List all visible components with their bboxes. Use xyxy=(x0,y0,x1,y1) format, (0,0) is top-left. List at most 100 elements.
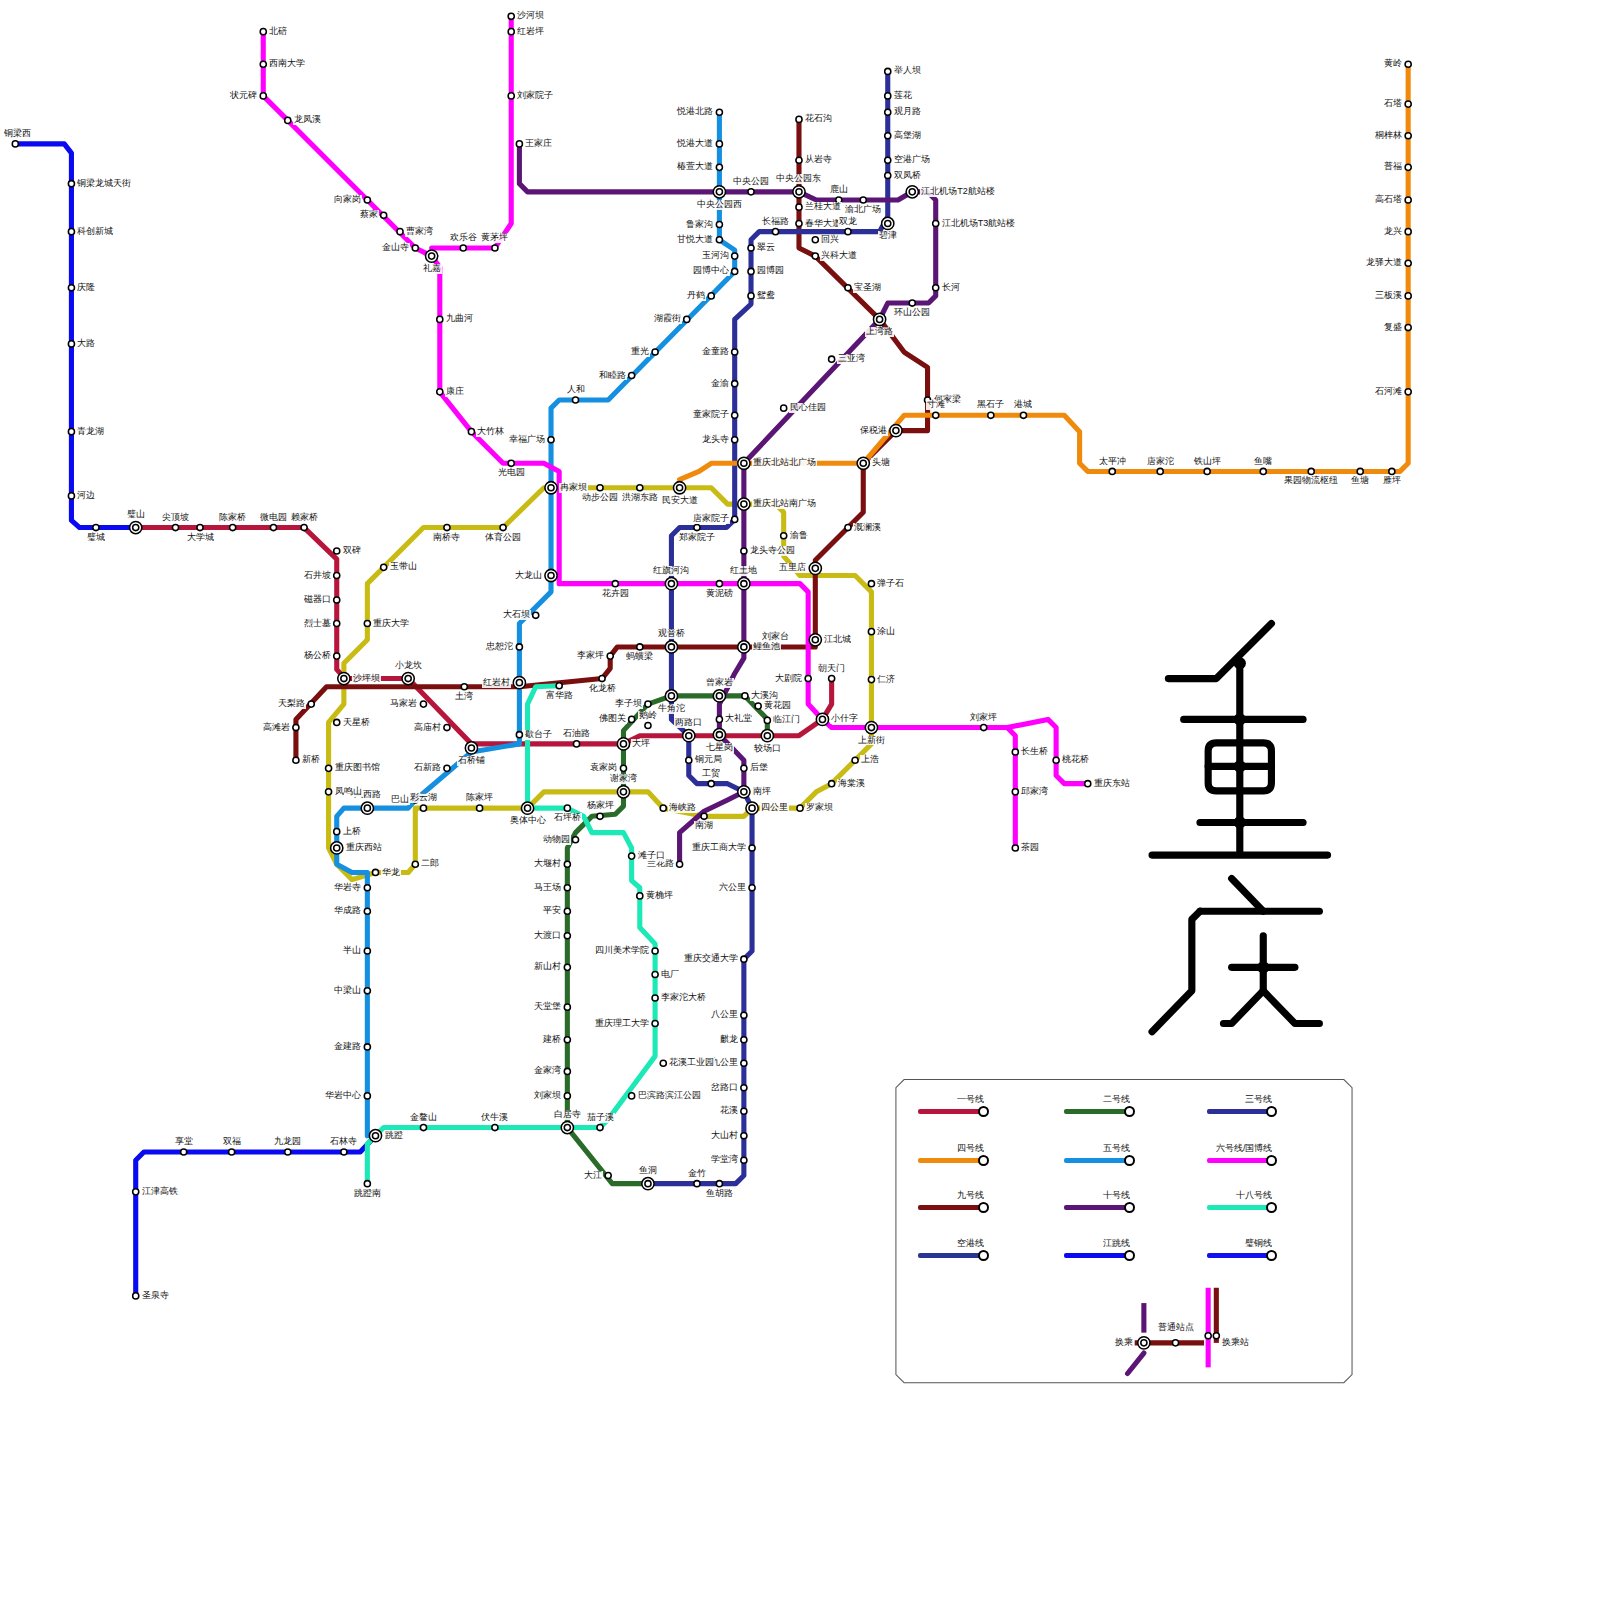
glyph-dot xyxy=(1234,713,1246,725)
station-label: 大山村 xyxy=(710,1131,739,1141)
legend-text: 空港线 xyxy=(957,1239,984,1249)
station-label: 鱼胡路 xyxy=(705,1189,734,1199)
station-dot xyxy=(172,524,178,530)
station-label: 鲤鱼池 xyxy=(752,642,781,652)
station-label: 空港广场 xyxy=(893,155,931,165)
station-dot xyxy=(364,197,370,203)
station-label: 半山 xyxy=(342,946,362,956)
station-label: 陈家桥 xyxy=(218,513,247,523)
transfer-station xyxy=(741,581,747,587)
station-dot xyxy=(412,245,418,251)
station-label: 向家岗 xyxy=(333,195,362,205)
station-label: 沙坪坝 xyxy=(352,674,381,684)
transfer-station xyxy=(716,732,722,738)
station-dot xyxy=(694,524,700,530)
station-dot xyxy=(741,1157,747,1163)
station-dot xyxy=(1405,101,1411,107)
metro-line xyxy=(648,71,888,1183)
station-label: 洪湖东路 xyxy=(621,493,659,503)
station-dot xyxy=(694,1181,700,1187)
station-dot xyxy=(781,533,787,539)
station-dot xyxy=(364,908,370,914)
legend-text: 九号线 xyxy=(957,1191,984,1201)
metro-line xyxy=(296,119,928,760)
station-dot xyxy=(564,933,570,939)
station-label: 建桥 xyxy=(542,1035,562,1045)
transfer-station xyxy=(620,789,626,795)
station-dot xyxy=(716,581,722,587)
station-dot xyxy=(508,93,514,99)
station-label: 茄子溪 xyxy=(586,1113,615,1123)
station-dot xyxy=(326,789,332,795)
station-label: 南湖 xyxy=(694,821,714,831)
legend-swatch xyxy=(1064,1253,1129,1258)
station-dot xyxy=(796,204,802,210)
city-glyph xyxy=(1152,623,1328,1031)
legend-dot xyxy=(1124,1202,1135,1213)
station-dot xyxy=(741,1133,747,1139)
station-label: 石油路 xyxy=(562,729,591,739)
glyph-stroke xyxy=(1208,743,1271,791)
glyph-dot xyxy=(1234,816,1246,828)
station-dot xyxy=(741,1085,747,1091)
station-dot xyxy=(645,722,651,728)
station-label: 华岩中心 xyxy=(324,1091,362,1101)
station-dot xyxy=(637,485,643,491)
station-dot xyxy=(260,93,266,99)
station-dot xyxy=(1053,757,1059,763)
station-dot xyxy=(1405,229,1411,235)
station-dot xyxy=(397,229,403,235)
station-label: 园博中心 xyxy=(692,266,730,276)
station-dot xyxy=(812,237,818,243)
station-label: 光电园 xyxy=(497,468,526,478)
station-label: 九龙园 xyxy=(273,1137,302,1147)
station-label: 石新路 xyxy=(413,763,442,773)
station-dot xyxy=(829,356,835,362)
station-dot xyxy=(381,564,387,570)
station-dot xyxy=(629,853,635,859)
transfer-station xyxy=(668,644,674,650)
station-label: 九曲河 xyxy=(445,314,474,324)
station-dot xyxy=(364,620,370,626)
station-dot xyxy=(68,181,74,187)
transfer-station xyxy=(521,802,533,814)
station-label: 石塔 xyxy=(1383,99,1403,109)
station-dot xyxy=(716,109,722,115)
station-label: 江北机场T2航站楼 xyxy=(920,187,996,197)
station-label: 跳蹬南 xyxy=(353,1189,382,1199)
station-dot xyxy=(981,724,987,730)
station-label: 鱼嘴 xyxy=(1253,457,1273,467)
station-dot xyxy=(68,493,74,499)
station-dot xyxy=(620,765,626,771)
station-dot xyxy=(1405,293,1411,299)
station-label: 大学城 xyxy=(186,533,215,543)
station-dot xyxy=(860,197,866,203)
station-dot xyxy=(652,1020,658,1026)
transfer-station xyxy=(545,569,557,581)
transfer-symbol xyxy=(1138,1337,1150,1349)
transfer-station xyxy=(749,805,755,811)
station-dot xyxy=(1012,845,1018,851)
station-dot xyxy=(652,971,658,977)
station-dot xyxy=(677,861,683,867)
transfer-station xyxy=(668,581,674,587)
station-label: 高堡湖 xyxy=(893,131,922,141)
legend-frame xyxy=(896,1080,1352,1383)
transfer-station xyxy=(741,460,747,466)
transfer-station xyxy=(816,713,828,725)
station-label: 花卉园 xyxy=(601,589,630,599)
station-label: 复盛 xyxy=(1383,323,1403,333)
station-symbol xyxy=(1213,1333,1219,1339)
station-dot xyxy=(326,765,332,771)
station-label: 黄桷坪 xyxy=(645,891,674,901)
station-label: 刘家坝 xyxy=(533,1091,562,1101)
station-label: 龙头寺 xyxy=(701,435,730,445)
station-label: 赖家桥 xyxy=(290,513,319,523)
station-label: 金建路 xyxy=(333,1042,362,1052)
station-dot xyxy=(732,381,738,387)
station-dot xyxy=(885,157,891,163)
station-dot xyxy=(732,268,738,274)
station-dot xyxy=(420,701,426,707)
station-dot xyxy=(652,948,658,954)
